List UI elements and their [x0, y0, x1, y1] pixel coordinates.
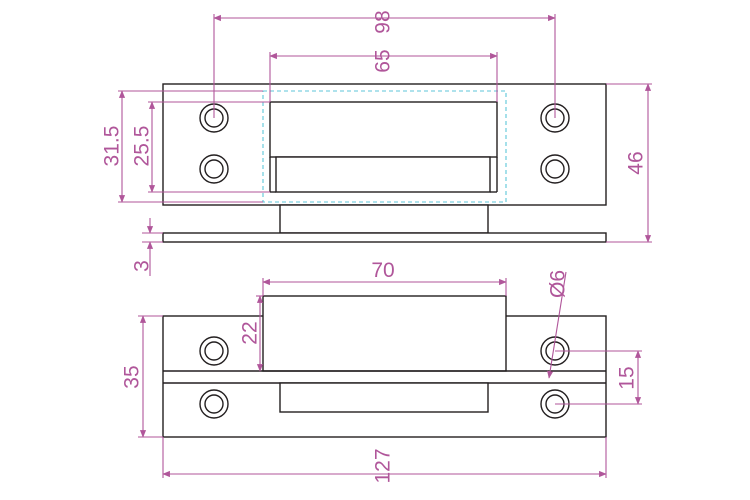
dim-15-label: 15 [616, 366, 639, 389]
dim-31-5: 31.5 [101, 90, 263, 203]
top-view-base-bar [162, 232, 607, 243]
dim-98-label: 98 [372, 10, 395, 33]
dim-22-label: 22 [239, 321, 262, 344]
dim-35-label: 35 [121, 365, 144, 388]
dim-70: 70 [262, 259, 507, 296]
top-view-leaf-upper [269, 101, 498, 158]
dim-31-5-label: 31.5 [101, 126, 124, 167]
top-view-leaf-lower [275, 156, 491, 193]
dim-127-label: 127 [372, 448, 395, 483]
dim-25-5: 25.5 [131, 101, 270, 193]
top-view-hole-2 [199, 154, 229, 184]
dim-46-label: 46 [625, 151, 648, 174]
dim-98: 98 [213, 10, 556, 118]
dim-15: 15 [555, 350, 642, 405]
top-view-hole-4 [540, 154, 570, 184]
dim-70-label: 70 [371, 259, 394, 282]
dim-65-label: 65 [372, 49, 395, 72]
dim-35: 35 [121, 315, 163, 438]
dim-22: 22 [239, 295, 264, 372]
dim-46: 46 [606, 83, 652, 243]
front-view-hole-1 [199, 336, 229, 366]
front-view: 70 22 Ø6 35 15 [121, 259, 642, 484]
dim-hole-diameter: Ø6 [547, 270, 570, 379]
front-view-raised-block [262, 295, 507, 372]
dim-3: 3 [131, 218, 163, 276]
top-view: 98 65 31.5 25.5 46 [101, 10, 652, 276]
top-view-hidden-outline [262, 90, 507, 203]
dim-hole-diameter-label: Ø6 [547, 270, 570, 298]
dim-127: 127 [162, 437, 607, 484]
dim-3-label: 3 [131, 260, 154, 272]
front-view-lower-block [279, 382, 489, 413]
front-view-hole-2 [199, 389, 229, 419]
dim-25-5-label: 25.5 [131, 126, 154, 167]
top-view-knuckle [279, 204, 489, 234]
dim-65: 65 [269, 49, 498, 102]
